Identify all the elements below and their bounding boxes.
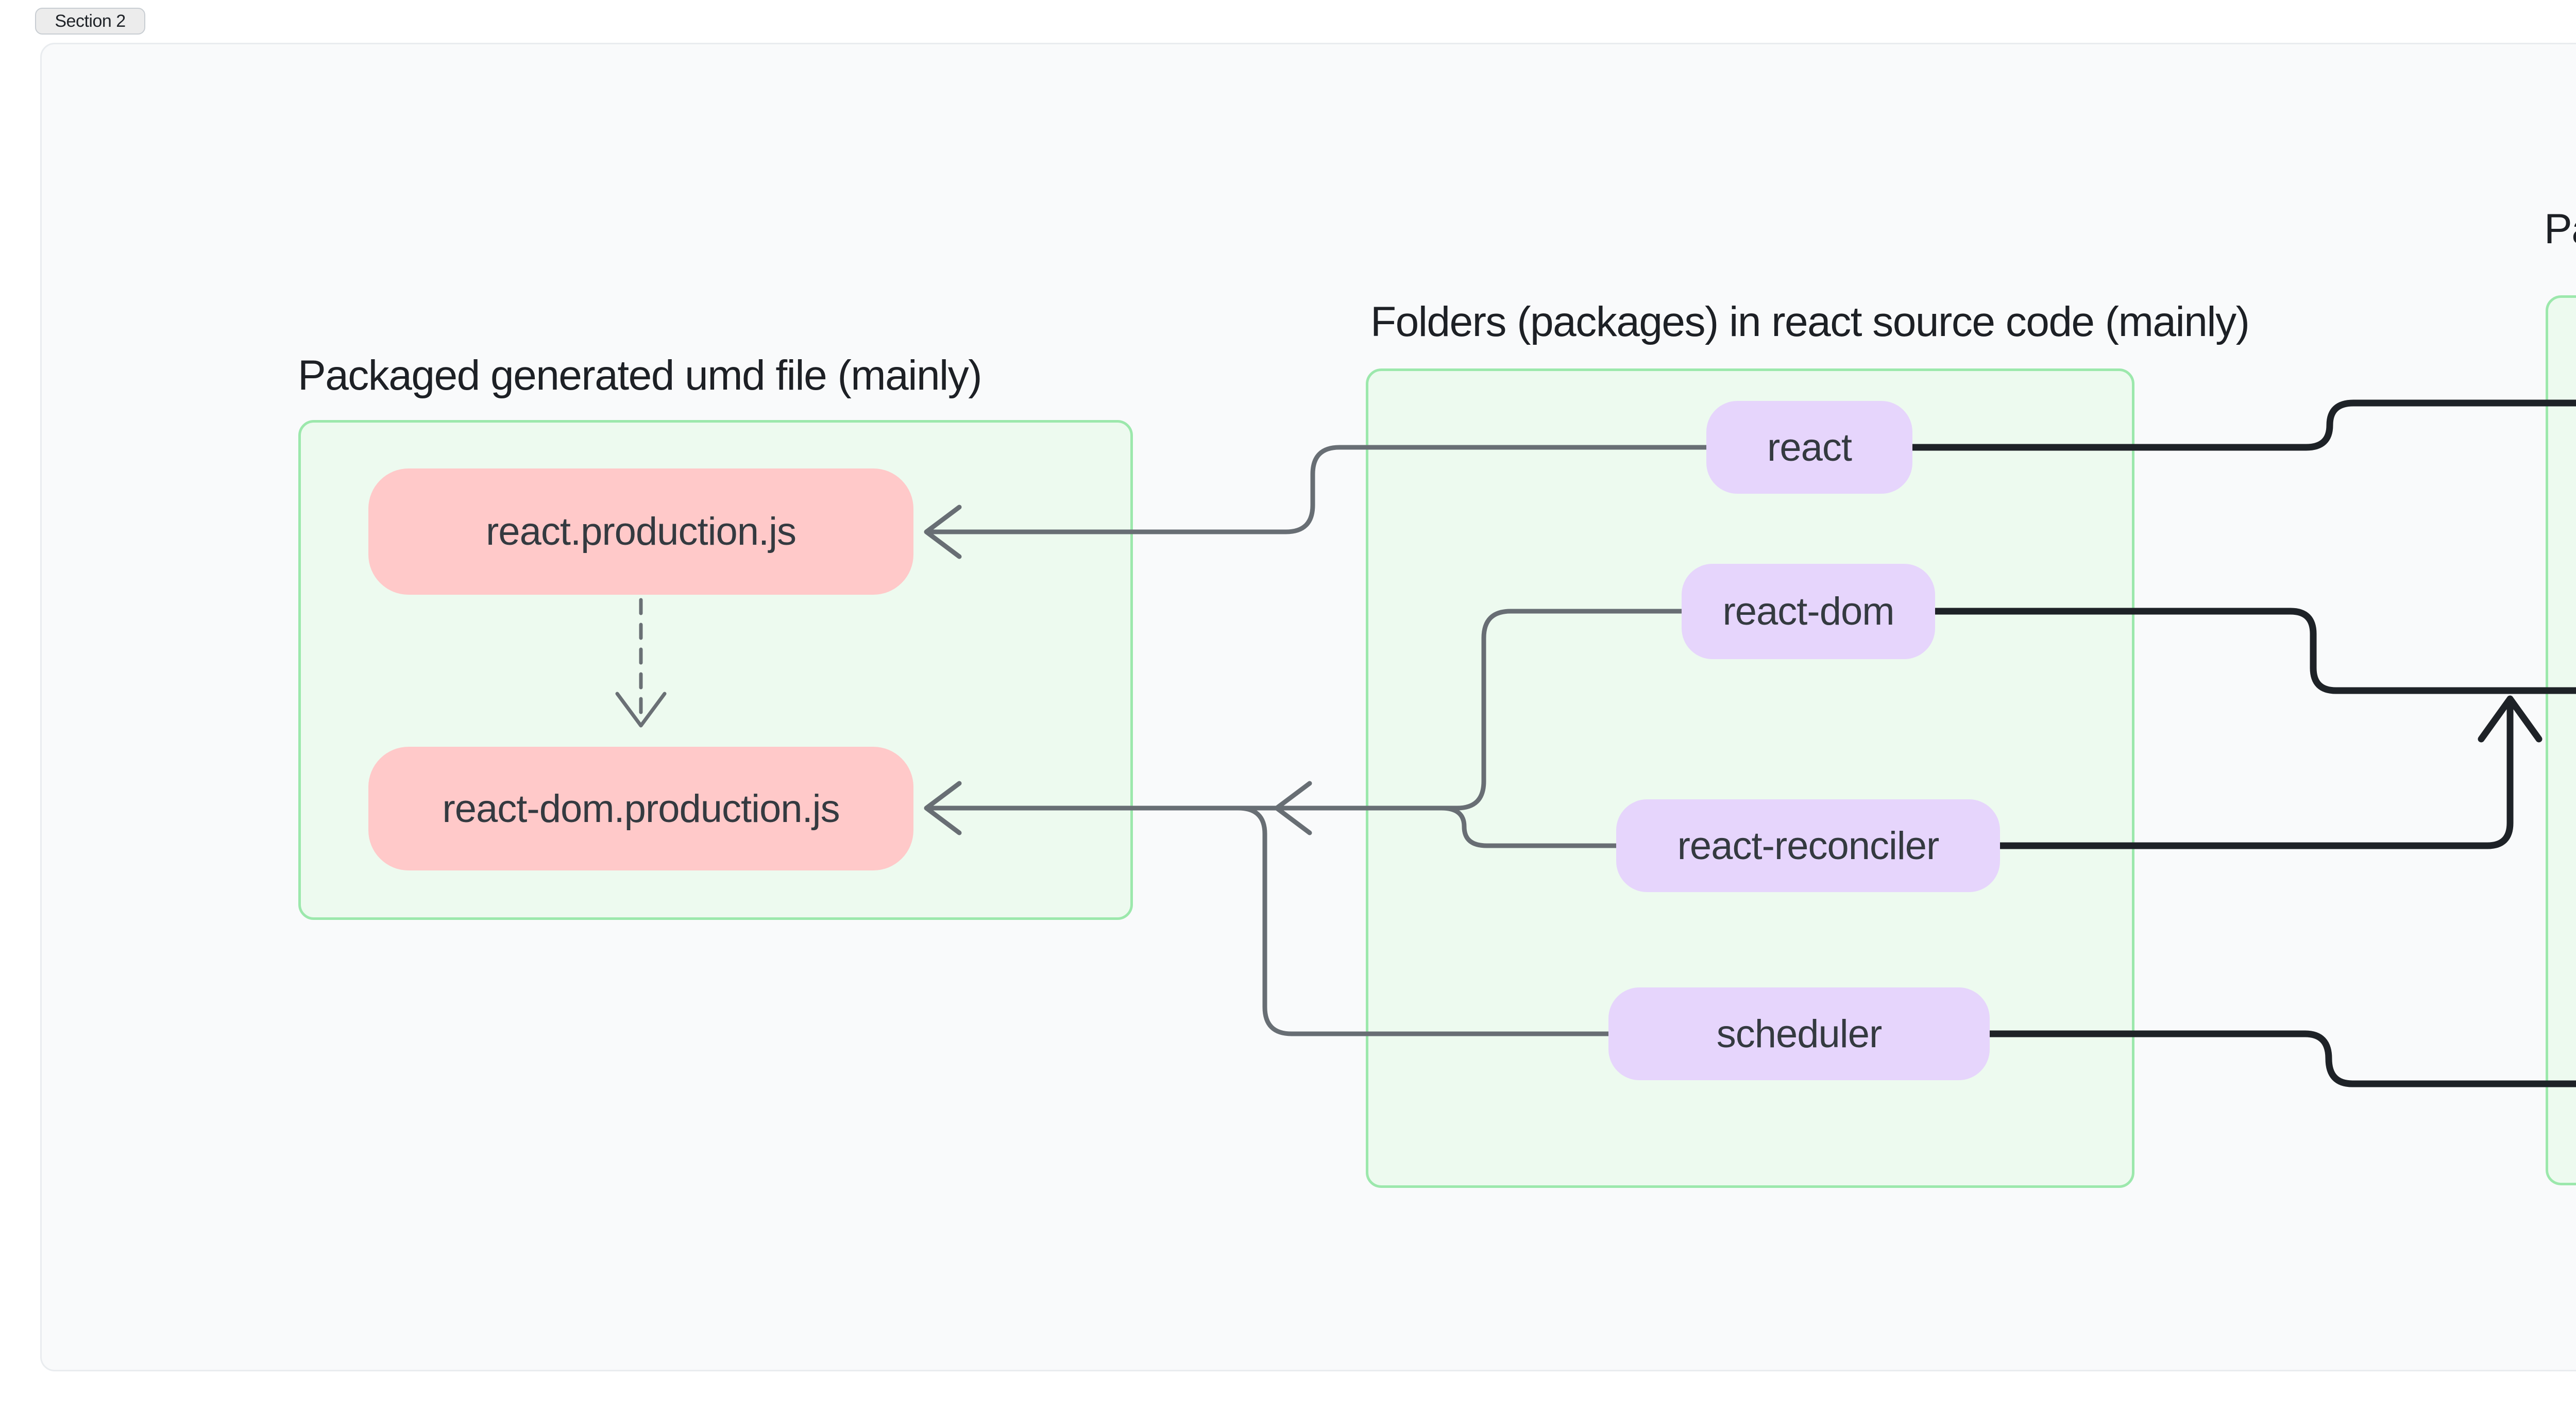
cjs-group-title: Packaged generated cjs package (npm pack… [2544, 206, 2576, 253]
arrowhead-react-reconciler-to-umd [1274, 781, 1312, 835]
arrow-react-reconciler-to-cjs[interactable] [1996, 696, 2514, 849]
node-react-production-js[interactable]: react.production.js [368, 468, 913, 595]
arrow-react-src-to-cjs[interactable] [1909, 399, 2576, 451]
arrow-scheduler-src-to-umd[interactable] [1232, 806, 1611, 1036]
node-react-dom-production-js[interactable]: react-dom.production.js [368, 747, 913, 870]
arrowhead-react-dom-src-to-umd [924, 781, 962, 835]
node-label: react-reconciler [1677, 824, 1940, 868]
node-label: react-dom [1722, 590, 1894, 633]
arrowhead-umd-react-to-umd-react-dom [615, 692, 667, 728]
arrow-scheduler-src-to-cjs[interactable] [1986, 1030, 2576, 1087]
node-source-react-reconciler[interactable]: react-reconciler [1616, 799, 2000, 892]
node-source-scheduler[interactable]: scheduler [1608, 987, 1990, 1080]
arrowhead-react-reconciler-to-cjs [2478, 695, 2543, 743]
arrowhead-react-src-to-umd [924, 505, 962, 559]
arrow-react-reconciler-to-umd[interactable] [1275, 806, 1619, 848]
node-label: scheduler [1716, 1012, 1883, 1056]
arrow-react-dom-src-to-cjs[interactable] [1931, 608, 2576, 694]
arrow-react-src-to-umd[interactable] [925, 445, 1709, 534]
node-label: react [1767, 425, 1852, 469]
cjs-group-container[interactable] [2546, 295, 2576, 1185]
node-label: react-dom.production.js [442, 786, 840, 831]
arrow-react-dom-src-to-umd[interactable] [925, 609, 1684, 811]
node-source-react-dom[interactable]: react-dom [1682, 564, 1935, 659]
node-label: react.production.js [486, 510, 796, 553]
node-source-react[interactable]: react [1706, 401, 1912, 494]
source-group-title: Folders (packages) in react source code … [1370, 298, 2250, 345]
umd-group-title: Packaged generated umd file (mainly) [298, 352, 982, 399]
section-badge[interactable]: Section 2 [35, 8, 145, 35]
